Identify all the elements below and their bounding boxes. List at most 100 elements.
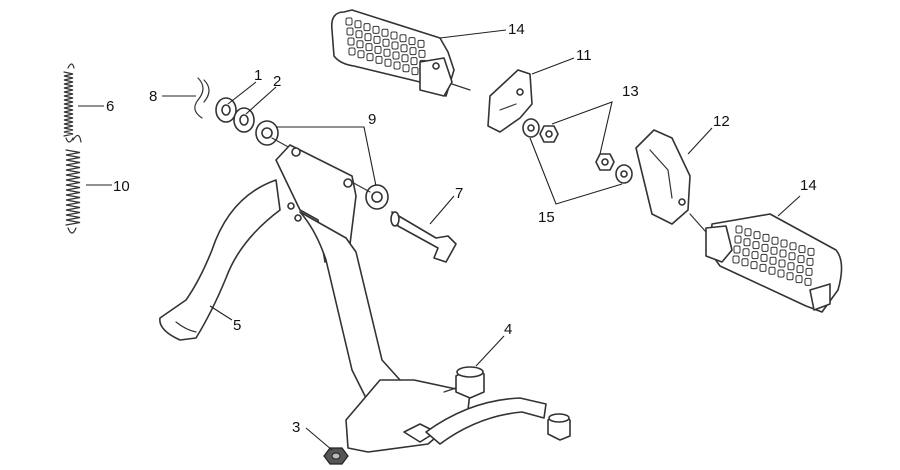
tread-block — [744, 228, 752, 237]
washer-2 — [233, 107, 255, 133]
washer-1 — [215, 97, 237, 123]
tread-block — [400, 44, 408, 53]
tread-block — [768, 266, 776, 275]
callout-5: 5 — [233, 317, 241, 334]
tread-block — [787, 262, 795, 271]
tread-block — [751, 251, 759, 260]
tread-block — [796, 265, 804, 274]
tread-block — [366, 53, 374, 62]
tread-block — [418, 49, 426, 58]
tread-block — [789, 242, 797, 251]
callout-15: 15 — [538, 209, 555, 226]
tread-block — [761, 243, 769, 252]
tread-block — [806, 257, 814, 266]
washer-9b — [365, 184, 389, 210]
callout-14-lower: 14 — [800, 177, 817, 194]
nut-13a — [539, 125, 559, 143]
tread-block — [401, 54, 409, 63]
tread-block — [762, 233, 770, 242]
tread-block — [373, 35, 381, 44]
callout-6: 6 — [106, 98, 114, 115]
spring-small — [63, 63, 75, 143]
tread-block — [795, 275, 803, 284]
footpeg-lower — [689, 213, 843, 313]
tread-block — [770, 246, 778, 255]
tread-block — [733, 245, 741, 254]
tread-block — [797, 255, 805, 264]
center-stand — [159, 144, 547, 453]
tread-block — [402, 64, 410, 73]
tread-block — [399, 34, 407, 43]
tread-block — [364, 33, 372, 42]
pivot-pin — [390, 211, 457, 263]
tread-block — [393, 61, 401, 70]
tread-block — [417, 39, 425, 48]
tread-block — [734, 235, 742, 244]
tread-block — [354, 20, 362, 29]
nut-13b — [595, 153, 615, 171]
callout-9: 9 — [368, 111, 376, 128]
tread-block — [372, 25, 380, 34]
tread-block — [753, 231, 761, 240]
tread-block — [384, 58, 392, 67]
callout-13: 13 — [622, 83, 639, 100]
rubber-stopper — [443, 366, 485, 399]
callout-labels: 1 2 3 4 5 6 7 8 9 10 11 12 13 14 14 15 — [106, 21, 817, 436]
tread-block — [374, 45, 382, 54]
callout-11: 11 — [576, 47, 592, 64]
tread-block — [779, 249, 787, 258]
tread-block — [759, 263, 767, 272]
callout-4: 4 — [504, 321, 512, 338]
tread-block — [347, 37, 355, 46]
tread-block — [410, 57, 418, 66]
footpeg-bracket-left — [487, 69, 533, 133]
tread-block — [348, 47, 356, 56]
tread-block — [750, 261, 758, 270]
cotter-clip — [194, 77, 210, 119]
washer-15b — [615, 164, 633, 184]
tread-block — [346, 27, 354, 36]
tread-block — [771, 236, 779, 245]
tread-block — [391, 41, 399, 50]
rod-end-cap — [547, 413, 571, 441]
callout-14-upper: 14 — [508, 21, 525, 38]
tread-block — [356, 40, 364, 49]
tread-block — [798, 245, 806, 254]
tread-block — [804, 277, 812, 286]
tread-block — [741, 258, 749, 267]
tread-block — [357, 50, 365, 59]
tread-block — [752, 241, 760, 250]
nut — [323, 447, 349, 465]
tread-block — [760, 253, 768, 262]
tread-block — [408, 37, 416, 46]
callout-3: 3 — [292, 419, 300, 436]
tread-block — [786, 272, 794, 281]
tread-block — [411, 67, 419, 76]
tread-block — [382, 38, 390, 47]
tread-block — [383, 48, 391, 57]
callout-7: 7 — [455, 185, 463, 202]
tread-block — [807, 247, 815, 256]
tread-block — [345, 17, 353, 26]
tread-block — [778, 259, 786, 268]
callout-2: 2 — [273, 73, 281, 90]
tread-block — [788, 252, 796, 261]
callout-12: 12 — [713, 113, 730, 130]
tread-block — [805, 267, 813, 276]
tread-block — [735, 225, 743, 234]
tread-block — [390, 31, 398, 40]
callout-leaders — [78, 29, 801, 451]
tread-block — [392, 51, 400, 60]
tread-block — [732, 255, 740, 264]
tread-block — [355, 30, 363, 39]
callout-8: 8 — [149, 88, 157, 105]
callout-10: 10 — [113, 178, 130, 195]
tread-block — [743, 238, 751, 247]
tread-block — [375, 55, 383, 64]
tread-block — [780, 239, 788, 248]
footpeg-bracket-right — [635, 129, 691, 225]
tread-block — [742, 248, 750, 257]
tread-block — [381, 28, 389, 37]
footpeg-upper — [330, 9, 471, 97]
